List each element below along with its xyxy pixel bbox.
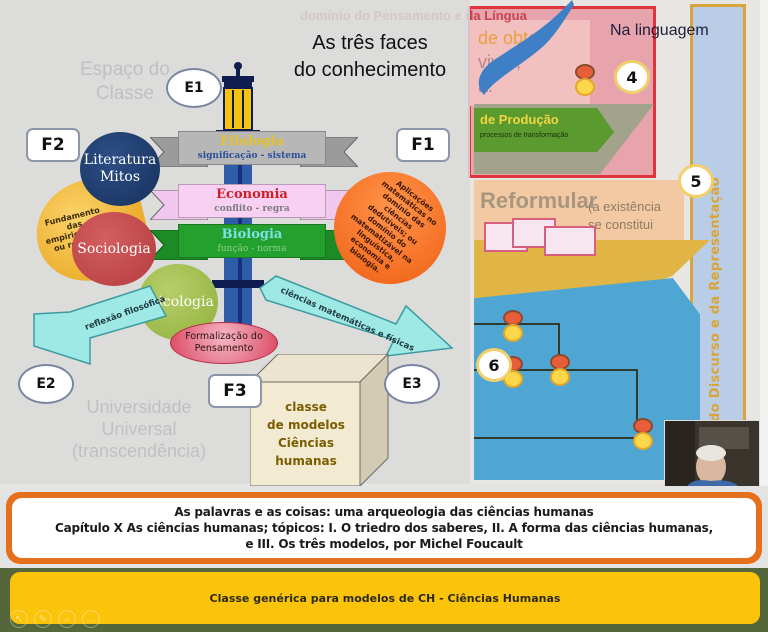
arrow-left-reflexao: reflexão filosófica xyxy=(33,285,167,366)
connector-line xyxy=(558,323,560,369)
ribbon-economia: Economia conflito - regra xyxy=(150,184,358,220)
cube-text: classe de modelos Ciências humanas xyxy=(267,400,345,468)
blue-stroke-shape xyxy=(478,0,574,95)
book-chapter-line: Capítulo X As ciências humanas; tópicos:… xyxy=(55,521,713,535)
slideshow-controls: ↖ ✎ ⌕ … xyxy=(10,610,100,628)
class-band: Classe genérica para modelos de CH - Ciê… xyxy=(0,568,768,632)
step-bubble-4: 4 xyxy=(614,60,650,94)
book-title-line: As palavras e as coisas: uma arqueologia… xyxy=(174,505,594,519)
more-icon[interactable]: … xyxy=(82,610,100,628)
zoom-icon[interactable]: ⌕ xyxy=(58,610,76,628)
svg-text:ciências matemáticas e físicas: ciências matemáticas e físicas xyxy=(279,285,416,354)
webcam-video xyxy=(664,420,760,494)
class-label: Classe genérica para modelos de CH - Ciê… xyxy=(10,572,760,624)
ribbon-biologia: Biologia função - norma xyxy=(150,224,358,260)
existence-text: (a existência se constitui xyxy=(588,199,661,232)
presenter-avatar xyxy=(665,421,759,493)
model-cards xyxy=(478,214,658,258)
model-card xyxy=(544,226,596,256)
model-node-icon xyxy=(630,418,656,452)
face-label-f2: F2 xyxy=(26,128,80,162)
edge-label-e1: E1 xyxy=(166,68,222,108)
book-author-line: e III. Os três modelos, por Michel Fouca… xyxy=(245,537,523,551)
connector-line xyxy=(636,369,638,431)
ghost-text-left: Espaço do Classe xyxy=(80,59,170,104)
arrow-icon[interactable]: ↖ xyxy=(10,610,28,628)
ghost-text-bottom: Universidade Universal (transcendência) xyxy=(71,397,207,461)
face-label-f1: F1 xyxy=(396,128,450,162)
triedro-slide: Espaço do Classe Universidade Universal … xyxy=(0,0,470,488)
ribbon-filologia: Filologia significação - sistema xyxy=(150,131,358,167)
face-label-f3: F3 xyxy=(208,374,262,408)
step-bubble-5: 5 xyxy=(678,164,714,198)
connector-line xyxy=(474,437,646,439)
edge-label-e2: E2 xyxy=(18,364,74,404)
formalizacao-ellipse: Formalização do Pensamento xyxy=(170,322,278,364)
production-arrow: de Produção processos de transformação xyxy=(474,108,614,152)
circle-sociologia: Sociologia xyxy=(72,212,156,286)
arrow-right-ciencias: ciências matemáticas e físicas xyxy=(259,275,454,357)
pen-icon[interactable]: ✎ xyxy=(34,610,52,628)
step-bubble-6: 6 xyxy=(476,348,512,382)
reformular-label: Reformular xyxy=(480,188,598,213)
model-node-icon xyxy=(572,64,598,98)
slide-footer: As palavras e as coisas: uma arqueologia… xyxy=(0,486,768,632)
language-label: Na linguagem xyxy=(610,22,709,39)
model-node-icon xyxy=(547,354,573,388)
slide-title: As três faces do conhecimento xyxy=(293,32,447,81)
book-reference-box: As palavras e as coisas: uma arqueologia… xyxy=(6,492,762,564)
edge-label-e3: E3 xyxy=(384,364,440,404)
model-node-icon xyxy=(500,310,526,344)
circle-literatura-mitos: Literatura Mitos xyxy=(80,132,160,206)
cube-classe-modelos xyxy=(250,354,389,488)
